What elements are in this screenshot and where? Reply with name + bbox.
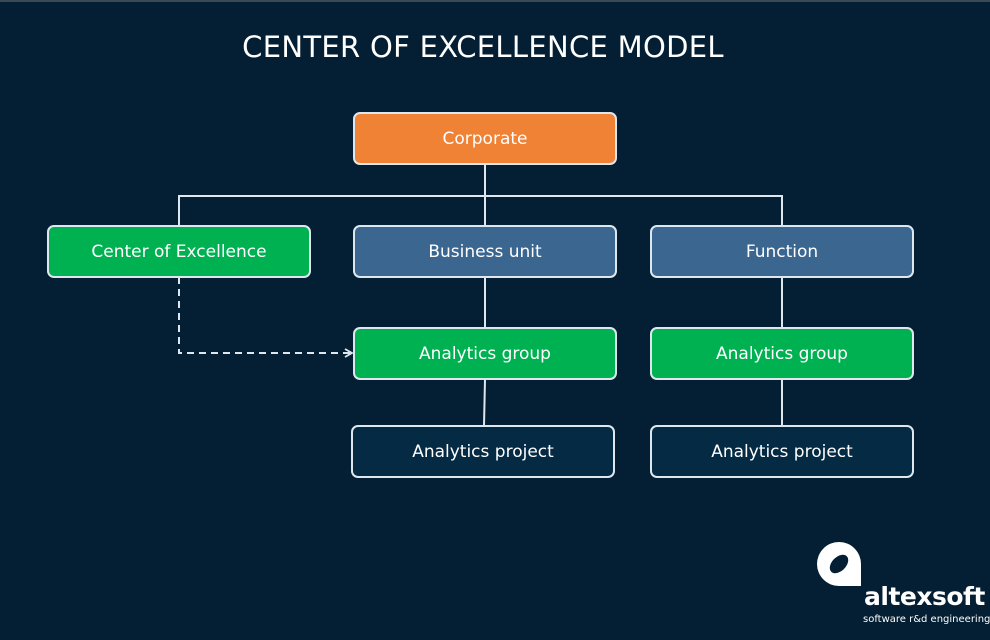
node-function: Function bbox=[650, 225, 914, 278]
altexsoft-a-logo-icon bbox=[817, 542, 861, 586]
node-analytics-project-function: Analytics project bbox=[650, 425, 914, 478]
node-analytics-project-business: Analytics project bbox=[351, 425, 615, 478]
altexsoft-logo: altexsoft software r&d engineering bbox=[815, 540, 990, 632]
node-business-unit: Business unit bbox=[353, 225, 617, 278]
logo-wordmark: altexsoft bbox=[864, 582, 985, 611]
node-center-of-excellence: Center of Excellence bbox=[47, 225, 311, 278]
diagram-title: CENTER OF EXCELLENCE MODEL bbox=[242, 30, 724, 64]
dashed-arrow-coe-to-analytics-group bbox=[178, 277, 354, 358]
top-border-line bbox=[0, 0, 990, 2]
connector-analytics-group-to-project-business bbox=[483, 378, 486, 427]
node-analytics-group-business: Analytics group bbox=[353, 327, 617, 380]
logo-tagline: software r&d engineering bbox=[863, 614, 990, 625]
node-analytics-group-function: Analytics group bbox=[650, 327, 914, 380]
node-corporate: Corporate bbox=[353, 112, 617, 165]
